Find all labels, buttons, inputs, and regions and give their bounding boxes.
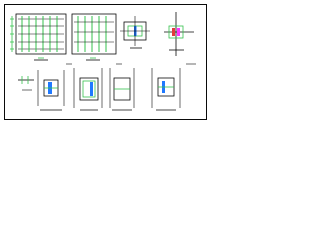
detail-c bbox=[73, 68, 103, 111]
cad-sheet bbox=[4, 4, 207, 120]
reinforcement-elevation-1 bbox=[10, 13, 67, 61]
column-section-2 bbox=[164, 12, 194, 56]
sheet-border bbox=[4, 4, 207, 120]
detail-a bbox=[18, 76, 34, 91]
column-section-1 bbox=[120, 16, 150, 49]
reinforcement-elevation-2 bbox=[71, 13, 117, 61]
detail-d bbox=[109, 68, 135, 111]
drawing-canvas bbox=[0, 0, 211, 124]
detail-e bbox=[151, 68, 181, 111]
detail-b bbox=[37, 70, 65, 111]
